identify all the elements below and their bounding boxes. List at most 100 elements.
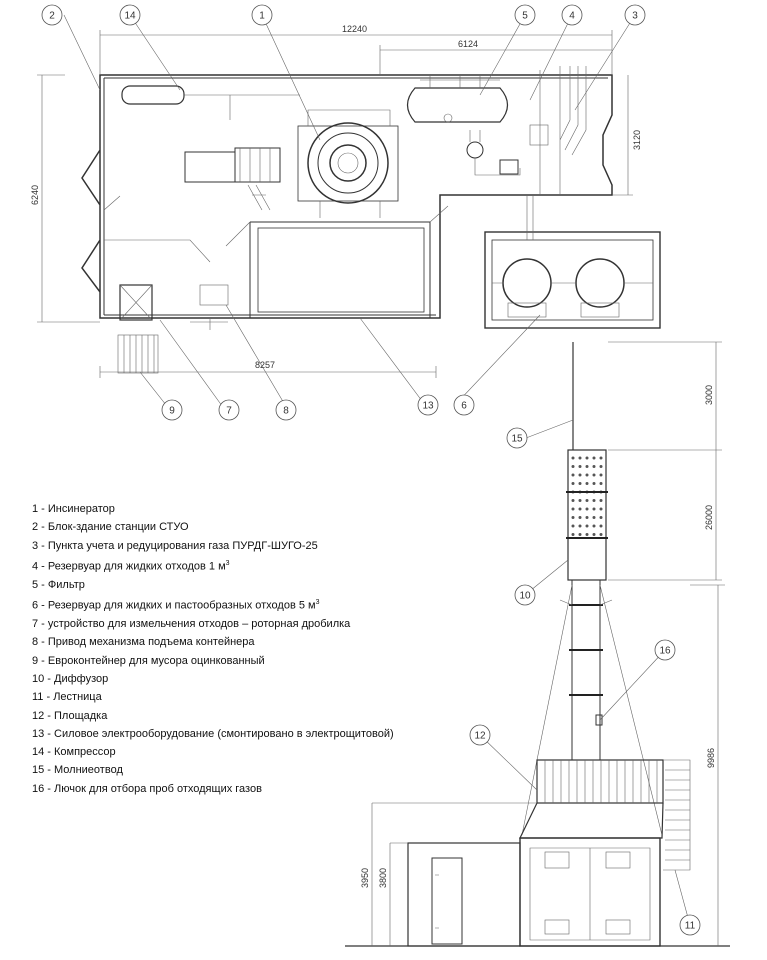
callout-8: 8 xyxy=(275,399,297,421)
diffuser-hole xyxy=(578,465,582,468)
plan-dimension-lines xyxy=(37,30,633,378)
legend-item: 7 - устройство для измельчения отходов –… xyxy=(32,615,462,633)
legend-item-text: 8 - Привод механизма подъема контейнера xyxy=(32,636,255,649)
callout-circle xyxy=(679,914,701,936)
diffuser-perforation xyxy=(571,456,603,536)
callout-circle xyxy=(624,4,646,26)
diffuser-hole xyxy=(599,524,603,528)
callout-number: 7 xyxy=(226,406,232,417)
building-door xyxy=(431,857,463,945)
equipment-filter xyxy=(466,130,521,176)
plan-room-electrical xyxy=(257,227,425,313)
diffuser-hole xyxy=(578,499,582,502)
callout-number: 10 xyxy=(519,591,531,602)
legend-item: 15 - Молниеотвод xyxy=(32,761,462,779)
diffuser-hole xyxy=(578,482,582,485)
callout-leaders xyxy=(63,14,691,926)
callout-6: 6 xyxy=(453,394,475,416)
sampling-hatch xyxy=(595,714,603,726)
legend-item: 1 - Инсинератор xyxy=(32,500,462,518)
callout-number: 1 xyxy=(259,11,265,22)
diffuser-hole xyxy=(578,516,582,519)
diffuser-hole xyxy=(585,465,589,468)
callout-circle xyxy=(251,4,273,26)
chimney-stack xyxy=(571,579,601,761)
callout-number: 8 xyxy=(283,406,289,417)
hood xyxy=(519,802,664,839)
callout-number: 9 xyxy=(169,406,175,417)
dim-building-height-a: 3950 xyxy=(360,868,370,888)
callout-10: 10 xyxy=(514,584,536,606)
legend-item-text: 16 - Лючок для отбора проб отходящих газ… xyxy=(32,782,262,795)
callout-number: 4 xyxy=(569,11,575,22)
callout-number: 12 xyxy=(474,731,486,742)
callout-circle xyxy=(119,4,141,26)
callout-circle xyxy=(417,394,439,416)
legend-item-text: 5 - Фильтр xyxy=(32,578,85,591)
callout-number: 2 xyxy=(49,11,55,22)
diffuser-hole xyxy=(571,516,575,519)
building-door-hinges xyxy=(435,874,439,929)
platform xyxy=(536,759,664,804)
diffuser-hole xyxy=(571,482,575,485)
chimney-bands xyxy=(569,604,603,696)
legend-item-text: 4 - Резервуар для жидких отходов 1 м xyxy=(32,560,226,573)
chimney-guy-wires xyxy=(521,584,663,836)
diffuser-hole xyxy=(571,473,575,477)
diffuser-hole xyxy=(599,516,603,519)
callout-circle xyxy=(453,394,475,416)
legend-item-text: 12 - Площадка xyxy=(32,709,108,722)
diffuser-hole xyxy=(592,507,596,511)
callout-16: 16 xyxy=(654,639,676,661)
dim-chimney-top: 3000 xyxy=(704,385,714,405)
legend-item-text: 1 - Инсинератор xyxy=(32,503,115,515)
callout-number: 15 xyxy=(511,434,523,445)
diffuser-hole xyxy=(592,465,596,468)
callout-number: 16 xyxy=(659,646,671,657)
legend-item-text: 7 - устройство для измельчения отходов –… xyxy=(32,618,351,631)
callout-14: 14 xyxy=(119,4,141,26)
ladder xyxy=(663,759,691,871)
callout-13: 13 xyxy=(417,394,439,416)
diffuser-hole xyxy=(599,499,603,502)
equipment-compressor xyxy=(121,85,300,120)
legend-item: 4 - Резервуар для жидких отходов 1 м3 xyxy=(32,555,462,576)
dim-plan-right-section: 6124 xyxy=(458,39,478,49)
legend-item-text: 6 - Резервуар для жидких и пастообразных… xyxy=(32,599,316,612)
legend-item: 12 - Площадка xyxy=(32,707,462,725)
callout-7: 7 xyxy=(218,399,240,421)
diffuser-hole xyxy=(592,482,596,485)
incinerator-window-2 xyxy=(605,851,631,869)
diffuser-hole xyxy=(585,524,589,528)
dim-plan-height: 6240 xyxy=(30,185,40,205)
diffuser-hole xyxy=(585,533,589,536)
plan-building-outline xyxy=(81,74,613,319)
plan-inner-wall xyxy=(103,77,608,316)
diffuser-hole xyxy=(592,473,596,477)
legend-item-text: 2 - Блок-здание станции СТУО xyxy=(32,521,189,534)
equipment-paste-tank-unit xyxy=(484,195,661,329)
legend-item-text: 3 - Пункта учета и редуцирования газа ПУ… xyxy=(32,539,318,552)
callout-circle xyxy=(514,584,536,606)
equipment-liquid-tank xyxy=(406,76,509,123)
plan-partition-door xyxy=(103,195,449,263)
equipment-gas-metering-unit xyxy=(529,66,587,195)
diffuser-hole xyxy=(592,499,596,502)
callout-1: 1 xyxy=(251,4,273,26)
incinerator-window-4 xyxy=(605,919,631,935)
elevation-view: 3000 26000 9986 3950 3800 xyxy=(345,341,730,947)
diffuser-hole xyxy=(599,482,603,485)
diffuser-hole xyxy=(571,533,575,536)
diffuser-hole xyxy=(571,456,575,460)
callout-circle xyxy=(41,4,63,26)
block-building xyxy=(407,842,521,947)
legend-item: 13 - Силовое электрооборудование (смонти… xyxy=(32,725,462,743)
callout-number: 11 xyxy=(685,921,696,932)
incinerator-window-1 xyxy=(544,851,570,869)
legend-item: 5 - Фильтр xyxy=(32,576,462,594)
plan-partition xyxy=(249,221,431,318)
callout-circle xyxy=(506,427,528,449)
diffuser-hole xyxy=(571,507,575,511)
legend-item: 8 - Привод механизма подъема контейнера xyxy=(32,633,462,651)
callout-circle xyxy=(218,399,240,421)
